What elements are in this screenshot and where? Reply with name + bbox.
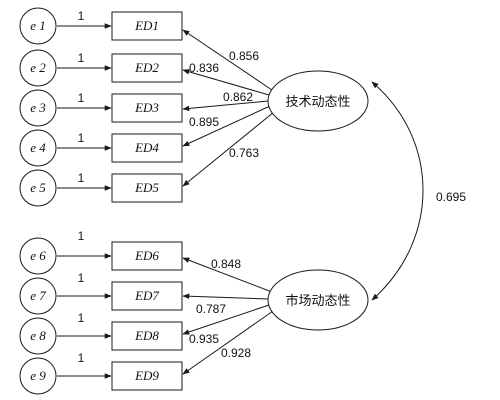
error-weight-9: 1 bbox=[78, 351, 85, 365]
indicator-box-ed9 bbox=[111, 361, 183, 391]
indicator-label-ed1: ED1 bbox=[134, 18, 159, 33]
error-label-7: e 7 bbox=[30, 288, 46, 303]
indicator-box-ed8 bbox=[111, 321, 183, 351]
error-weight-2: 1 bbox=[78, 51, 85, 65]
loading-path-ed7 bbox=[182, 293, 269, 300]
loading-values-group: 0.856 0.836 0.862 0.895 0.763 0.848 0.78… bbox=[189, 49, 259, 360]
indicator-box-ed5 bbox=[111, 173, 183, 203]
covariance-value: 0.695 bbox=[436, 190, 466, 204]
error-label-1: e 1 bbox=[30, 18, 46, 33]
indicator-label-ed6: ED6 bbox=[134, 248, 159, 263]
indicator-label-ed2: ED2 bbox=[134, 60, 159, 75]
indicator-box-ed3 bbox=[111, 93, 183, 123]
error-circle-9 bbox=[19, 357, 57, 395]
latent-ellipse-technology bbox=[267, 70, 369, 132]
error-circle-8 bbox=[19, 317, 57, 355]
latents-group: 技术动态性 市场动态性 bbox=[267, 70, 369, 331]
loading-path-ed8 bbox=[182, 304, 270, 335]
error-label-6: e 6 bbox=[30, 248, 46, 263]
error-label-8: e 8 bbox=[30, 328, 46, 343]
error-label-9: e 9 bbox=[30, 368, 46, 383]
error-circle-1 bbox=[19, 7, 57, 45]
error-weights-group: 1 1 1 1 1 1 1 1 1 bbox=[78, 9, 85, 365]
loading-value-ed7: 0.787 bbox=[196, 302, 226, 316]
error-terms-group: e 1 e 2 e 3 e 4 e 5 e 6 e 7 e 8 e 9 bbox=[19, 7, 57, 395]
error-weight-4: 1 bbox=[78, 131, 85, 145]
loading-value-ed5: 0.763 bbox=[229, 146, 259, 160]
error-weight-8: 1 bbox=[78, 311, 85, 325]
error-circle-3 bbox=[19, 89, 57, 127]
loading-path-ed4 bbox=[182, 105, 271, 147]
indicator-label-ed5: ED5 bbox=[134, 180, 159, 195]
error-label-2: e 2 bbox=[30, 60, 46, 75]
loading-path-ed6 bbox=[182, 257, 273, 293]
latent-label-technology: 技术动态性 bbox=[285, 95, 350, 110]
loading-value-ed1: 0.856 bbox=[229, 49, 259, 63]
loading-value-ed4: 0.895 bbox=[189, 115, 219, 129]
latent-label-market: 市场动态性 bbox=[285, 293, 350, 309]
error-paths-group bbox=[57, 23, 112, 379]
covariance-arc bbox=[371, 81, 424, 301]
loading-value-ed6: 0.848 bbox=[211, 257, 241, 271]
error-weight-5: 1 bbox=[78, 171, 85, 185]
error-circle-6 bbox=[19, 237, 57, 275]
indicator-box-ed2 bbox=[111, 53, 183, 83]
loading-path-ed9 bbox=[182, 310, 274, 375]
error-weight-1: 1 bbox=[78, 9, 85, 23]
loading-paths-group bbox=[182, 29, 275, 375]
loading-path-ed2 bbox=[182, 69, 270, 96]
indicator-label-ed7: ED7 bbox=[134, 288, 159, 303]
indicator-label-ed4: ED4 bbox=[134, 140, 159, 155]
error-label-5: e 5 bbox=[30, 180, 46, 195]
error-label-3: e 3 bbox=[30, 100, 46, 115]
indicators-group: ED1 ED2 ED3 ED4 ED5 ED6 ED7 ED8 ED9 bbox=[111, 11, 183, 391]
error-weight-3: 1 bbox=[78, 91, 85, 105]
indicator-label-ed3: ED3 bbox=[134, 100, 159, 115]
loading-value-ed8: 0.935 bbox=[189, 332, 219, 346]
loading-path-ed5 bbox=[182, 111, 275, 187]
error-circle-7 bbox=[19, 277, 57, 315]
indicator-box-ed7 bbox=[111, 281, 183, 311]
error-circle-5 bbox=[19, 169, 57, 207]
indicator-label-ed9: ED9 bbox=[134, 368, 159, 383]
error-weight-7: 1 bbox=[78, 271, 85, 285]
error-weight-6: 1 bbox=[78, 229, 85, 243]
loading-value-ed9: 0.928 bbox=[221, 346, 251, 360]
indicator-box-ed4 bbox=[111, 133, 183, 163]
error-circle-4 bbox=[19, 129, 57, 167]
indicator-label-ed8: ED8 bbox=[134, 328, 159, 343]
error-circle-2 bbox=[19, 49, 57, 87]
loading-value-ed3: 0.862 bbox=[223, 90, 253, 104]
loading-path-ed3 bbox=[182, 100, 269, 112]
indicator-box-ed1 bbox=[111, 11, 183, 41]
indicator-box-ed6 bbox=[111, 241, 183, 271]
error-label-4: e 4 bbox=[30, 140, 46, 155]
loading-path-ed1 bbox=[182, 29, 273, 91]
loading-value-ed2: 0.836 bbox=[189, 61, 219, 75]
latent-ellipse-market bbox=[267, 269, 369, 331]
